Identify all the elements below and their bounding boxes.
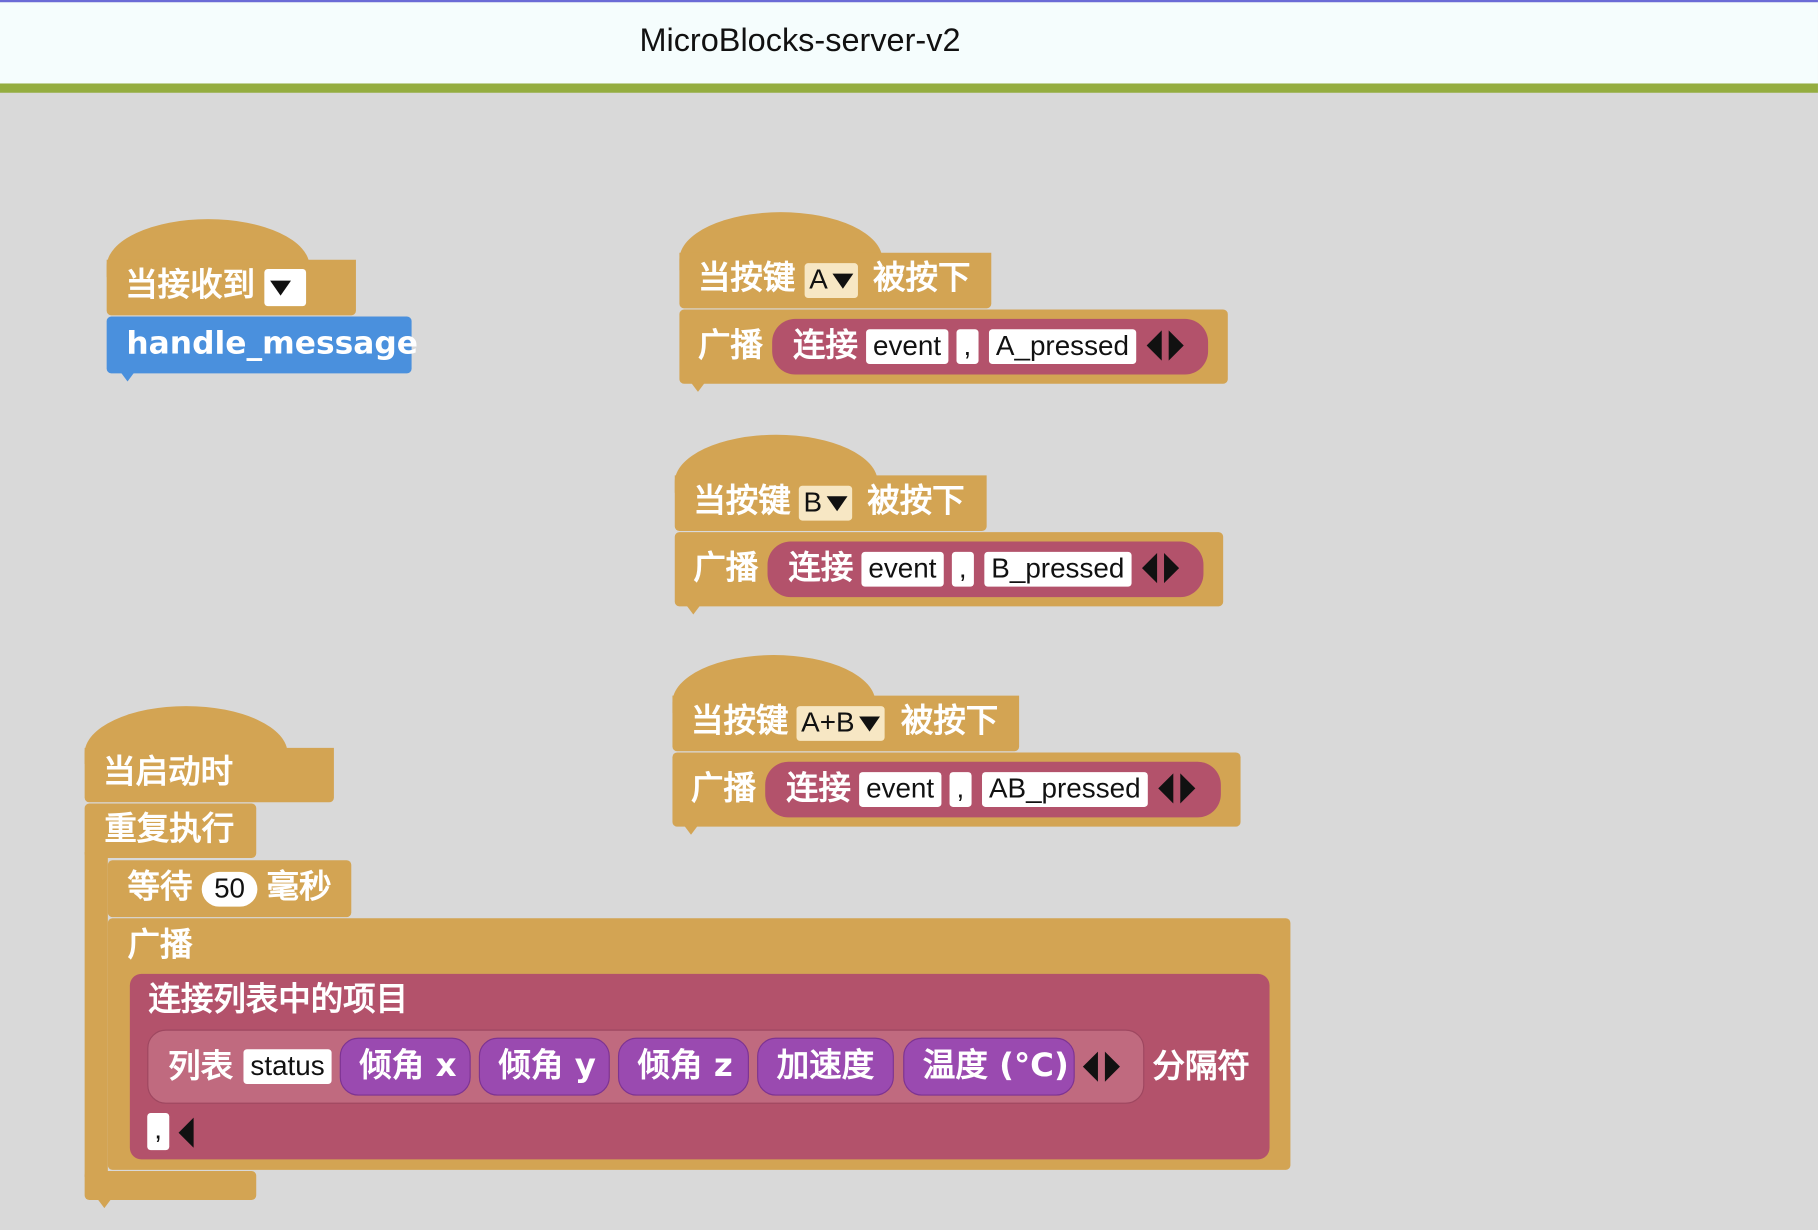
sensor-tilt-z[interactable]: 倾角 z xyxy=(617,1037,749,1096)
window-title: MicroBlocks-server-v2 xyxy=(639,22,961,58)
arrow-left-icon[interactable] xyxy=(1142,553,1158,584)
sensor-tilt-y[interactable]: 倾角 y xyxy=(478,1037,610,1096)
list-arrows[interactable] xyxy=(1082,1051,1120,1087)
button-a-item2[interactable]: , xyxy=(956,329,979,365)
forever-arm xyxy=(84,852,108,1177)
button-ab-hat-prefix: 当按键 xyxy=(691,701,789,740)
button-a-item3[interactable]: A_pressed xyxy=(988,329,1136,365)
wait-block[interactable]: 等待 50 毫秒 xyxy=(107,860,352,918)
sensor-temperature-label: 温度 (°C) xyxy=(922,1045,1069,1085)
button-a-arrows[interactable] xyxy=(1146,330,1184,365)
button-a-join-block[interactable]: 连接 event , A_pressed xyxy=(772,318,1209,375)
button-ab-hat-suffix: 被按下 xyxy=(900,701,999,740)
button-a-value: A xyxy=(809,264,828,296)
button-ab-item2[interactable]: , xyxy=(949,772,972,807)
button-ab-join-label: 连接 xyxy=(786,768,852,807)
button-b-dropdown[interactable]: B xyxy=(798,485,853,521)
chevron-down-icon xyxy=(270,280,292,296)
block-notch xyxy=(120,372,135,382)
arrow-left-icon[interactable] xyxy=(178,1117,194,1148)
join-list-block[interactable]: 连接列表中的项目 列表 status 倾角 x 倾角 y 倾角 z 加速度 温度… xyxy=(129,973,1270,1160)
sensor-acceleration-label: 加速度 xyxy=(776,1045,875,1085)
forever-block[interactable]: 重复执行 xyxy=(84,803,257,858)
button-b-item2[interactable]: , xyxy=(951,551,974,587)
sensor-temperature[interactable]: 温度 (°C) xyxy=(903,1037,1075,1096)
button-b-hat-block[interactable]: 当按键 B 被按下 xyxy=(674,475,987,532)
title-accent-bar xyxy=(0,83,1818,93)
separator-label: 分隔符 xyxy=(1152,1046,1250,1086)
receive-hat-label: 当接收到 xyxy=(125,265,256,304)
join-list-label: 连接列表中的项目 xyxy=(148,979,409,1018)
button-a-broadcast-label: 广播 xyxy=(697,325,763,365)
button-b-item1[interactable]: event xyxy=(861,551,944,587)
arrow-left-icon[interactable] xyxy=(1146,330,1162,361)
button-b-join-label: 连接 xyxy=(788,548,854,587)
sensor-tilt-x-label: 倾角 x xyxy=(359,1045,457,1085)
button-ab-hat-block[interactable]: 当按键 A+B 被按下 xyxy=(672,695,1020,752)
button-b-item3[interactable]: B_pressed xyxy=(984,551,1132,587)
button-ab-join-block[interactable]: 连接 event , AB_pressed xyxy=(765,761,1221,818)
button-a-item1[interactable]: event xyxy=(866,329,949,365)
block-notch xyxy=(97,1198,112,1209)
button-a-hat-block[interactable]: 当按键 A 被按下 xyxy=(679,252,992,309)
title-bar: MicroBlocks-server-v2 xyxy=(0,2,1818,84)
arrow-right-icon[interactable] xyxy=(1180,773,1196,804)
button-ab-value: A+B xyxy=(801,707,855,739)
button-a-broadcast-block[interactable]: 广播 连接 event , A_pressed xyxy=(679,309,1228,384)
button-ab-item3[interactable]: AB_pressed xyxy=(982,772,1148,807)
button-b-value: B xyxy=(803,486,823,519)
button-a-hat-prefix: 当按键 xyxy=(697,258,796,297)
button-ab-item1[interactable]: event xyxy=(859,772,942,807)
button-b-hat-suffix: 被按下 xyxy=(867,481,965,520)
arrow-left-icon[interactable] xyxy=(1158,773,1174,804)
list-first-item[interactable]: status xyxy=(243,1049,332,1085)
button-ab-broadcast-label: 广播 xyxy=(691,768,756,807)
button-ab-dropdown[interactable]: A+B xyxy=(796,706,885,741)
chevron-down-icon xyxy=(832,273,854,289)
button-ab-broadcast-block[interactable]: 广播 连接 event , AB_pressed xyxy=(672,752,1241,827)
sensor-acceleration[interactable]: 加速度 xyxy=(757,1037,894,1096)
receive-dropdown[interactable] xyxy=(264,268,307,307)
arrow-right-icon[interactable] xyxy=(1168,330,1184,361)
block-notch xyxy=(684,825,698,835)
arrow-right-icon[interactable] xyxy=(1104,1051,1120,1082)
separator-input[interactable]: , xyxy=(147,1113,169,1151)
button-a-dropdown[interactable]: A xyxy=(804,263,858,298)
broadcast-list-label: 广播 xyxy=(127,925,193,964)
arrow-right-icon[interactable] xyxy=(1164,553,1180,584)
wait-label: 等待 xyxy=(127,867,193,906)
button-a-join-label: 连接 xyxy=(793,325,858,365)
block-notch xyxy=(691,382,705,392)
start-hat-block[interactable]: 当启动时 xyxy=(84,747,334,803)
block-notch xyxy=(686,605,701,615)
window-top-line xyxy=(0,0,1818,3)
chevron-down-icon xyxy=(826,496,848,512)
wait-unit-label: 毫秒 xyxy=(266,867,332,906)
button-ab-arrows[interactable] xyxy=(1158,773,1196,808)
forever-label: 重复执行 xyxy=(104,809,235,848)
sensor-tilt-z-label: 倾角 z xyxy=(637,1045,733,1085)
sensor-tilt-x[interactable]: 倾角 x xyxy=(339,1037,471,1096)
button-b-broadcast-block[interactable]: 广播 连接 event , B_pressed xyxy=(674,532,1224,607)
receive-hat-block[interactable]: 当接收到 xyxy=(106,259,356,316)
list-block[interactable]: 列表 status 倾角 x 倾角 y 倾角 z 加速度 温度 (°C) xyxy=(147,1029,1145,1104)
arrow-left-icon[interactable] xyxy=(1082,1051,1098,1082)
button-a-hat-suffix: 被按下 xyxy=(873,258,971,297)
button-b-join-block[interactable]: 连接 event , B_pressed xyxy=(767,541,1204,598)
forever-bottom xyxy=(84,1170,257,1200)
message-reporter[interactable]: handle_message xyxy=(106,316,418,374)
button-b-broadcast-label: 广播 xyxy=(693,548,759,587)
button-b-arrows[interactable] xyxy=(1142,553,1180,588)
wait-value-input[interactable]: 50 xyxy=(201,871,258,907)
start-hat-label: 当启动时 xyxy=(103,752,234,791)
button-b-hat-prefix: 当按键 xyxy=(693,481,791,520)
chevron-down-icon xyxy=(859,716,881,732)
list-label: 列表 xyxy=(168,1046,234,1086)
message-name: handle_message xyxy=(126,325,418,362)
sensor-tilt-y-label: 倾角 y xyxy=(498,1045,596,1085)
